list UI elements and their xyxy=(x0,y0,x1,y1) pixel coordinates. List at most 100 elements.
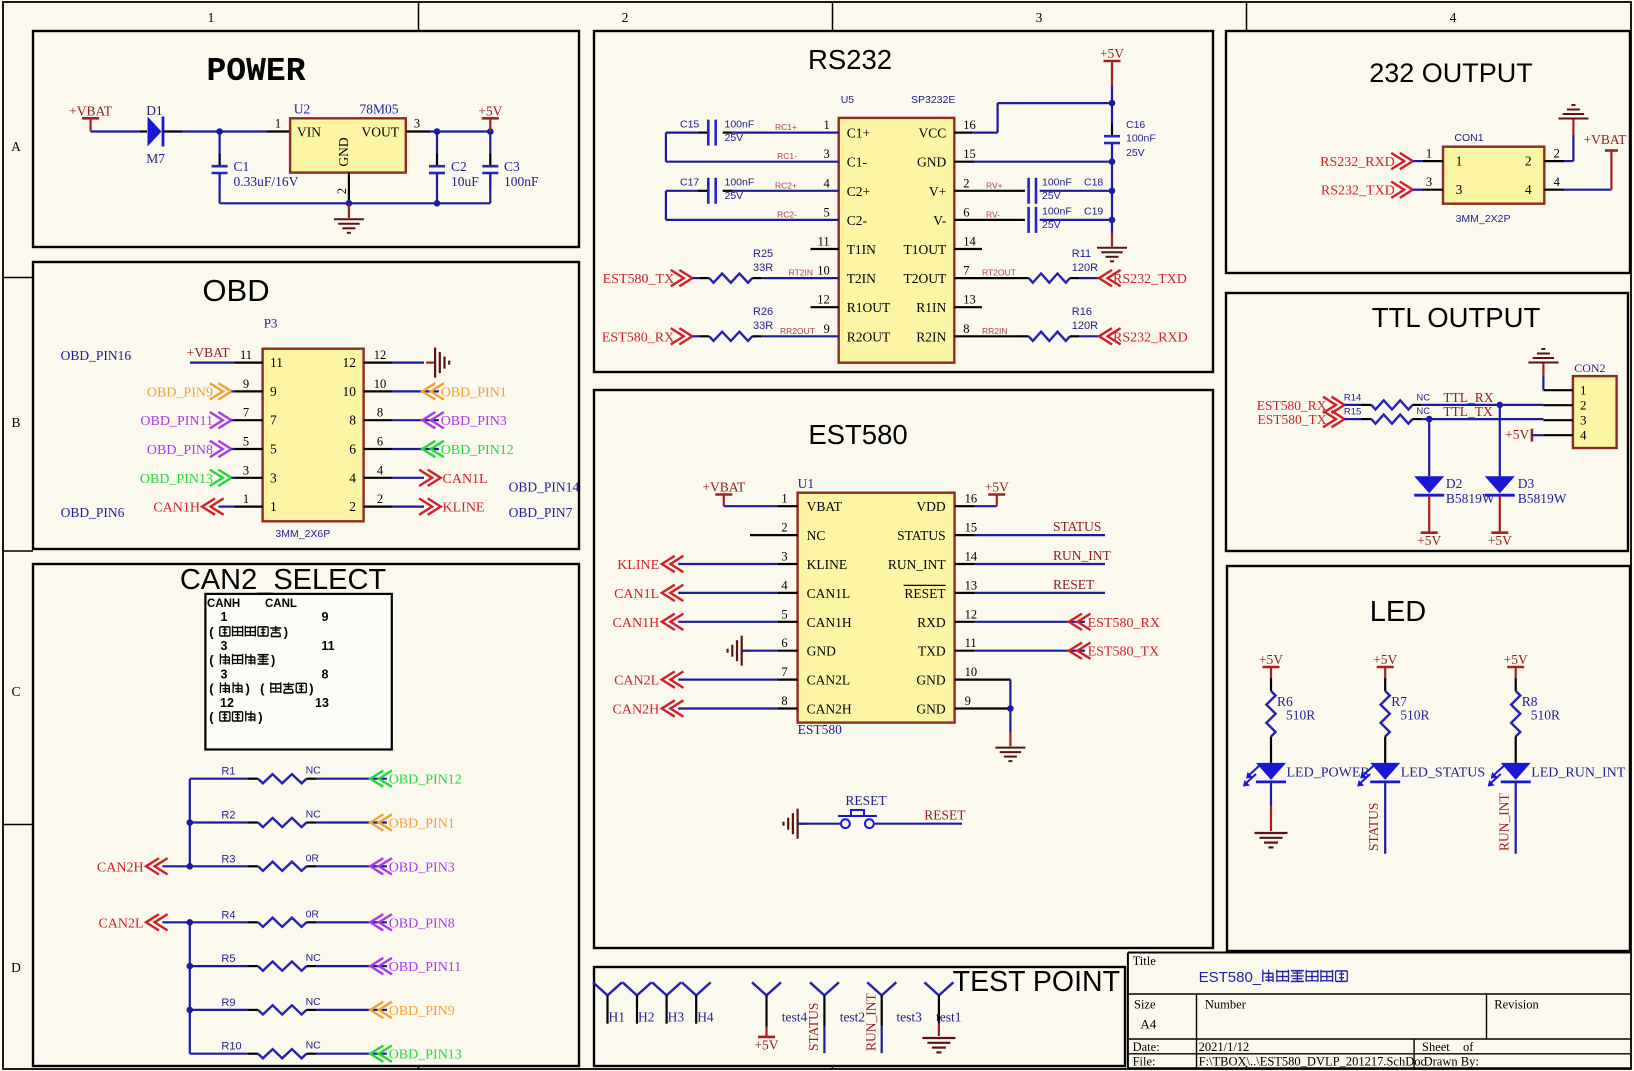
svg-text:OBD_PIN13: OBD_PIN13 xyxy=(140,472,213,487)
svg-text:11: 11 xyxy=(321,639,334,653)
svg-text:): ) xyxy=(246,681,250,696)
svg-text:2: 2 xyxy=(781,521,787,535)
svg-text:RT2OUT: RT2OUT xyxy=(982,268,1016,278)
svg-text:TXD: TXD xyxy=(918,644,946,659)
svg-text:GND: GND xyxy=(916,673,945,688)
svg-text:11: 11 xyxy=(818,235,830,249)
svg-text:GND: GND xyxy=(336,137,351,166)
svg-text:Revision: Revision xyxy=(1494,998,1539,1012)
svg-text:2021/1/12: 2021/1/12 xyxy=(1199,1040,1250,1054)
svg-text:C1-: C1- xyxy=(847,155,868,170)
svg-text:): ) xyxy=(258,710,262,725)
svg-text:CAN1H: CAN1H xyxy=(153,501,200,516)
svg-text:LED: LED xyxy=(1370,596,1426,628)
svg-text:CAN2L: CAN2L xyxy=(98,916,143,931)
svg-text:25V: 25V xyxy=(1042,219,1061,231)
svg-text:NC: NC xyxy=(306,952,322,964)
svg-text:STATUS: STATUS xyxy=(897,528,945,543)
svg-text:R8: R8 xyxy=(1522,694,1538,709)
svg-text:RESET: RESET xyxy=(924,808,966,823)
svg-text:R2IN: R2IN xyxy=(916,329,946,344)
svg-text:STATUS: STATUS xyxy=(1366,803,1381,851)
svg-text:RS232_TXD: RS232_TXD xyxy=(1321,184,1395,199)
svg-text:15: 15 xyxy=(963,147,976,161)
svg-text:P3: P3 xyxy=(264,316,278,331)
svg-text:3MM_2X2P: 3MM_2X2P xyxy=(1456,213,1511,225)
svg-text:1: 1 xyxy=(270,499,277,514)
svg-text:V+: V+ xyxy=(929,184,946,199)
svg-text:9: 9 xyxy=(243,377,249,391)
svg-text:1: 1 xyxy=(823,118,829,132)
svg-text:8: 8 xyxy=(963,322,969,336)
svg-text:0R: 0R xyxy=(306,908,320,920)
svg-text:R7: R7 xyxy=(1391,694,1407,709)
svg-text:1: 1 xyxy=(221,610,228,624)
svg-text:100nF: 100nF xyxy=(504,174,539,189)
svg-text:+5V: +5V xyxy=(478,103,502,118)
svg-text:100nF: 100nF xyxy=(725,177,755,189)
svg-text:RR2IN: RR2IN xyxy=(982,326,1008,336)
svg-text:TTL_RX: TTL_RX xyxy=(1443,390,1493,405)
svg-text:NC: NC xyxy=(306,1040,322,1052)
svg-text:12: 12 xyxy=(374,348,387,362)
svg-text:8: 8 xyxy=(322,668,329,682)
svg-text:RS232_RXD: RS232_RXD xyxy=(1320,155,1395,170)
svg-text:4: 4 xyxy=(377,463,384,477)
svg-text:R3: R3 xyxy=(221,853,235,865)
svg-text:RESET: RESET xyxy=(904,586,946,601)
svg-text:510R: 510R xyxy=(1400,708,1429,723)
svg-text:Size: Size xyxy=(1134,998,1156,1012)
svg-text:12: 12 xyxy=(965,607,978,621)
svg-text:CAN1H: CAN1H xyxy=(807,615,852,630)
svg-text:NC: NC xyxy=(306,996,322,1008)
svg-text:100nF: 100nF xyxy=(725,119,755,131)
svg-text:C17: C17 xyxy=(680,177,699,189)
svg-text:NC: NC xyxy=(306,809,322,821)
svg-text:OBD_PIN3: OBD_PIN3 xyxy=(441,414,507,429)
svg-text:3: 3 xyxy=(1580,413,1587,428)
svg-text:+5V: +5V xyxy=(1505,427,1529,442)
svg-text:(: ( xyxy=(260,681,265,696)
svg-text:B: B xyxy=(11,415,20,430)
svg-text:CAN2H: CAN2H xyxy=(613,703,660,718)
svg-text:RV+: RV+ xyxy=(986,180,1003,190)
svg-text:Number: Number xyxy=(1205,998,1247,1012)
svg-text:OBD_PIN6: OBD_PIN6 xyxy=(61,505,125,520)
svg-text:R9: R9 xyxy=(221,997,235,1009)
svg-text:Title: Title xyxy=(1133,954,1157,968)
svg-text:A: A xyxy=(11,139,21,154)
svg-text:510R: 510R xyxy=(1531,708,1560,723)
svg-text:10: 10 xyxy=(374,377,387,391)
svg-text:KLINE: KLINE xyxy=(443,501,485,516)
svg-text:test3: test3 xyxy=(896,1010,922,1025)
svg-text:+5V: +5V xyxy=(1488,533,1512,548)
svg-text:SP3232E: SP3232E xyxy=(911,94,955,106)
svg-text:2: 2 xyxy=(1580,398,1587,413)
svg-text:VBAT: VBAT xyxy=(807,499,843,514)
svg-text:R4: R4 xyxy=(221,909,235,921)
svg-text:EST580: EST580 xyxy=(808,419,907,450)
svg-text:2: 2 xyxy=(1525,154,1532,169)
svg-text:CAN1L: CAN1L xyxy=(807,586,851,601)
svg-text:25V: 25V xyxy=(725,190,744,202)
svg-text:LED_STATUS: LED_STATUS xyxy=(1401,766,1485,781)
svg-text:RUN_INT: RUN_INT xyxy=(888,557,946,572)
svg-text:OBD_PIN1: OBD_PIN1 xyxy=(441,385,507,400)
svg-text:R14: R14 xyxy=(1344,393,1361,404)
svg-text:EST580: EST580 xyxy=(798,722,843,737)
svg-text:KLINE: KLINE xyxy=(617,558,659,573)
svg-text:4: 4 xyxy=(823,176,830,190)
svg-text:232 OUTPUT: 232 OUTPUT xyxy=(1369,58,1533,88)
svg-text:STATUS: STATUS xyxy=(1053,519,1101,534)
svg-text:16: 16 xyxy=(965,492,978,506)
svg-text:R1OUT: R1OUT xyxy=(847,300,891,315)
svg-text:4: 4 xyxy=(1580,428,1587,443)
svg-text:OBD_PIN3: OBD_PIN3 xyxy=(389,860,455,875)
svg-text:+VBAT: +VBAT xyxy=(702,480,746,495)
svg-text:EST580_TX: EST580_TX xyxy=(603,272,675,287)
svg-text:1: 1 xyxy=(781,492,787,506)
svg-text:RXD: RXD xyxy=(917,615,946,630)
svg-text:VOUT: VOUT xyxy=(362,125,400,140)
svg-text:5: 5 xyxy=(823,205,829,219)
svg-text:8: 8 xyxy=(349,413,356,428)
